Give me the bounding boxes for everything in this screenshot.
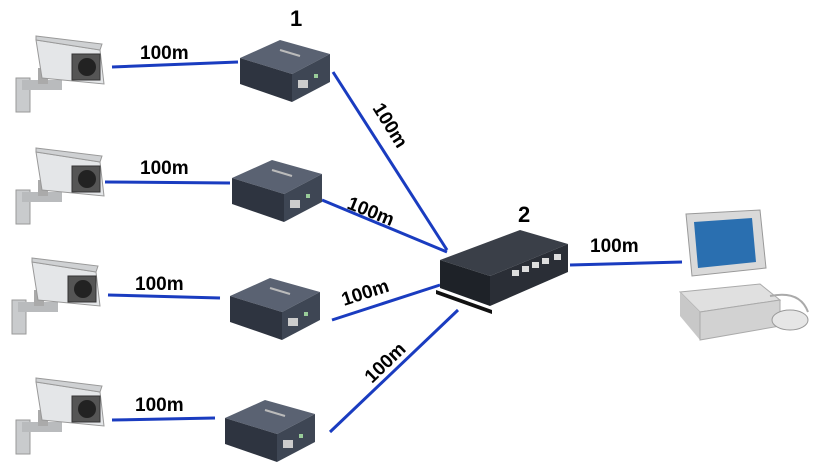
extender-icon	[229, 277, 321, 341]
distance-label: 100m	[140, 43, 189, 64]
camera-icon	[11, 257, 101, 335]
cable-extender4-switch	[328, 308, 460, 434]
distance-label: 100m	[590, 236, 639, 257]
cable-switch-computer	[569, 260, 683, 267]
distance-label: 100m	[135, 274, 184, 295]
distance-label: 100m	[339, 276, 392, 311]
camera-icon	[15, 35, 105, 113]
cable-extender2-switch	[321, 198, 448, 254]
cables	[104, 60, 683, 434]
extender-icon	[231, 159, 323, 223]
switch-icon	[436, 230, 568, 314]
camera-icon	[15, 147, 105, 225]
extender-marker: 1	[290, 6, 302, 31]
cable-camera2-extender2	[104, 180, 231, 185]
switch-marker: 2	[518, 202, 530, 227]
extender-icon	[224, 399, 316, 463]
computer-icon	[678, 209, 809, 341]
distance-label: 100m	[344, 193, 397, 231]
camera-icon	[15, 377, 105, 455]
cable-extender1-switch	[331, 71, 449, 251]
distance-label: 100m	[140, 158, 189, 179]
distance-label: 100m	[368, 100, 412, 152]
cable-camera3-extender3	[107, 293, 221, 300]
extender-icon	[239, 39, 331, 103]
cable-camera1-extender1	[111, 60, 239, 69]
distance-label: 100m	[135, 395, 184, 416]
cable-extender3-switch	[331, 283, 441, 322]
cable-camera4-extender4	[111, 416, 216, 422]
